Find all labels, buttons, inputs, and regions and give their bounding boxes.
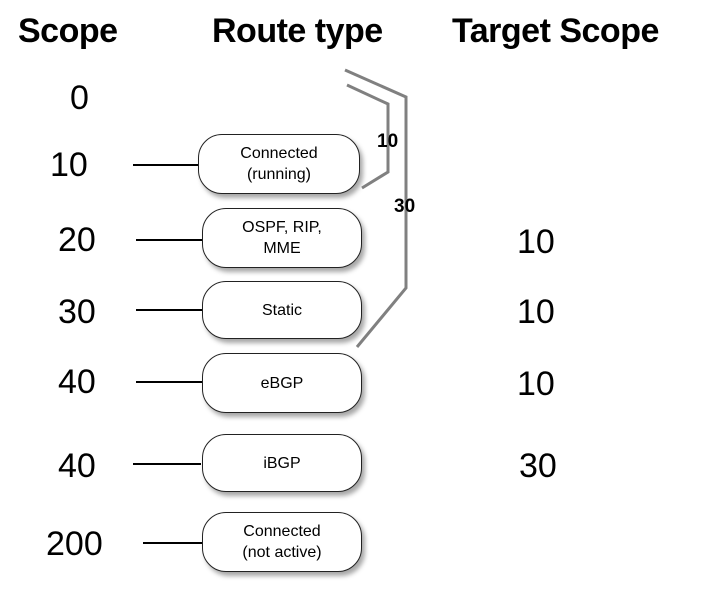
target-scope-ibgp: 30 [519,447,557,485]
target-scope-ebgp: 10 [517,365,555,403]
scope-heading: Scope [18,12,118,50]
route-ebgp: eBGP [202,353,362,413]
target-scope-ospf: 10 [517,223,555,261]
connector-line [133,463,201,465]
connector-line [136,381,202,383]
route-connected-not-active: Connected (not active) [202,512,362,572]
connector-line [136,309,202,311]
route-ospf-rip-mme: OSPF, RIP, MME [202,208,362,268]
route-ibgp: iBGP [202,434,362,492]
connector-line [133,164,199,166]
bracket-label-30: 30 [394,196,416,217]
scope-value-0: 0 [70,79,89,117]
route-type-heading: Route type [212,12,383,50]
scope-value-40-ebgp: 40 [58,363,96,401]
route-connected-running: Connected (running) [198,134,360,194]
bracket-10 [346,83,390,190]
route-static: Static [202,281,362,339]
connector-line [136,239,202,241]
scope-value-20: 20 [58,221,96,259]
bracket-label-10: 10 [377,131,399,152]
connector-line [143,542,202,544]
scope-value-200: 200 [46,525,103,563]
scope-value-40-ibgp: 40 [58,447,96,485]
scope-value-10: 10 [50,146,88,184]
bracket-30 [344,68,408,348]
scope-value-30: 30 [58,293,96,331]
target-scope-static: 10 [517,293,555,331]
target-scope-heading: Target Scope [452,12,659,50]
